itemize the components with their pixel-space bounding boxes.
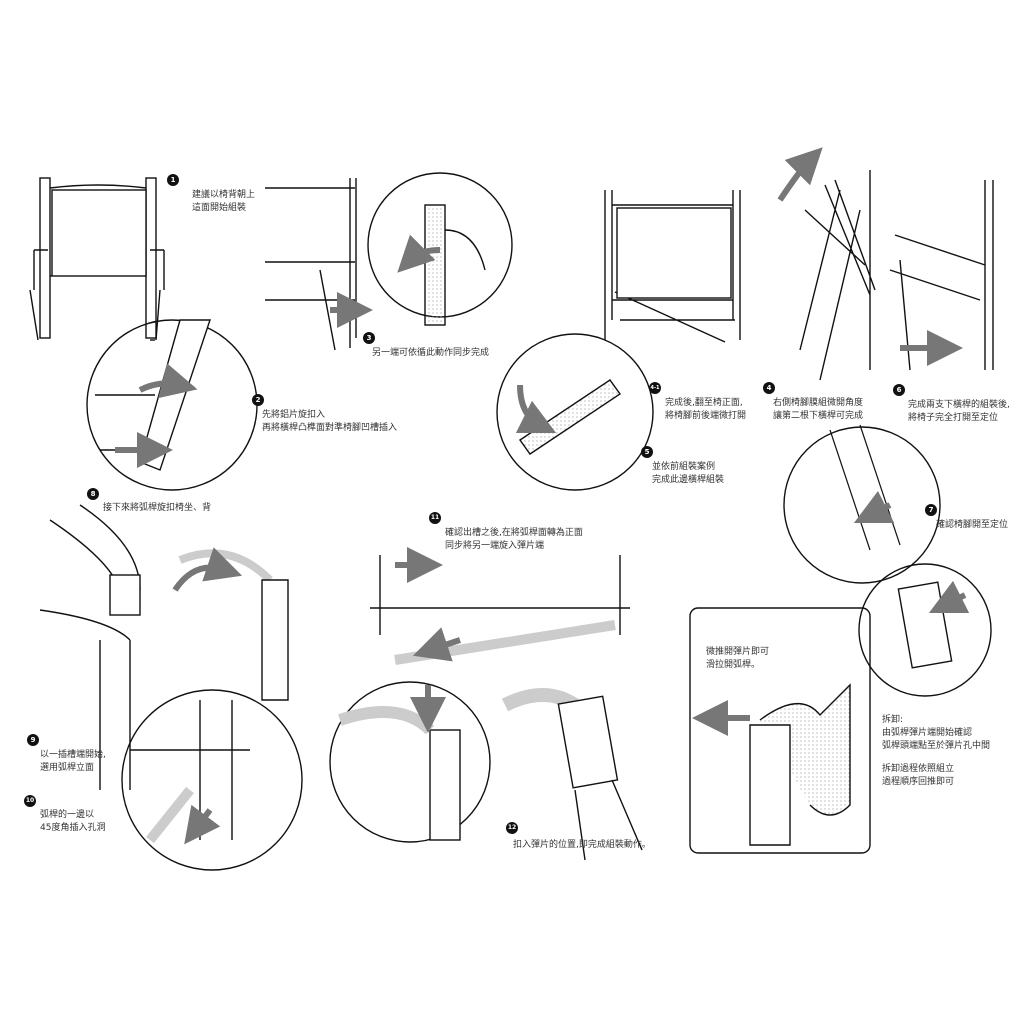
step-4-1-text: 完成後,翻至椅正面, 將椅腳前後端微打開 [665,397,746,423]
step-badge-11: 11 [429,512,441,524]
text-line: 滑拉開弧桿。 [706,660,761,670]
step-9-text: 以一插槽端開始, 選用弧桿立面 [40,749,106,775]
inset-circle-step11 [329,681,491,843]
step-11-text: 確認出槽之後,在將弧桿面轉為正面同步將另一端旋入彈片端 [445,527,583,553]
step-6-text: 完成兩支下橫桿的組裝後, 將椅子完全打開至定位 [908,399,1010,425]
step-5-text: 並依前組裝案例完成此邊橫桿組裝 [652,461,724,487]
text-line: 將椅子完全打開至定位 [908,413,999,423]
text-line: 弧桿的一邊以 [40,810,95,820]
step-badge-4-1: 4-1 [649,382,661,394]
text-line: 並依前組裝案例 [652,462,716,472]
text-line: 完成後,翻至椅正面, [665,398,743,408]
step-badge-8: 8 [87,488,99,500]
text-line: 右側椅腳膜組微開角度 [773,398,864,408]
disassembly-detail-box [689,607,871,854]
text-line: 另一端可依循此動作同步完成 [372,348,490,358]
step-badge-9: 9 [27,734,39,746]
disassembly-instructions: 拆卸: 由弧桿彈片端開始確認 弧桿頭端點至於彈片孔中間 拆卸過程依照組立 過程順… [882,714,990,789]
inset-circle-step7 [783,426,941,584]
step-badge-6: 6 [893,384,905,396]
chair-back-illustration [29,177,165,341]
text-line: 再將橫桿凸榫面對準椅腳凹槽插入 [262,423,398,433]
step-badge-2: 2 [252,394,264,406]
text-line: 完成兩支下橫桿的組裝後, [908,400,1010,410]
text-line: 這面開始組裝 [192,203,247,213]
text-line: 由弧桿彈片端開始確認 [882,728,973,738]
step-4-text: 右側椅腳膜組微開角度讓第二根下橫桿可完成 [773,397,863,423]
step-7-text: 確認椅腳開至定位 [936,519,1008,532]
text-line: 拆卸過程依照組立 [882,764,955,774]
disassembly-box-text: 微推開彈片即可滑拉開弧桿。 [706,646,769,672]
text-line: 確認椅腳開至定位 [936,520,1009,530]
step-12-text: 扣入彈片的位置,即完成組裝動作。 [513,839,651,852]
inset-circle-detach [858,563,992,697]
text-line: 以一插槽端開始, [40,750,106,760]
text-line: 45度角插入孔洞 [40,823,106,833]
inset-circle-step9 [121,689,303,871]
step-badge-1: 1 [167,174,179,186]
step-1-text: 建議以椅背朝上這面開始組裝 [192,189,255,215]
step-8-text: 接下來將弧桿旋扣椅坐、背 [103,502,211,515]
step-badge-12: 12 [506,822,518,834]
step-10-text: 弧桿的一邊以 45度角插入孔洞 [40,809,105,835]
text-line: 扣入彈片的位置,即完成組裝動作。 [513,840,651,850]
direction-arrows [115,147,970,845]
step-3-text: 另一端可依循此動作同步完成 [372,347,489,360]
step-badge-7: 7 [925,504,937,516]
text-line: 過程順序回推即可 [882,777,955,787]
step-badge-4: 4 [763,382,775,394]
text-line: 選用弧桿立面 [40,763,95,773]
text-line: 將椅腳前後端微打開 [665,411,747,421]
text-line: 接下來將弧桿旋扣椅坐、背 [103,503,212,513]
text-line: 微推開彈片即可 [706,647,770,657]
step-badge-3: 3 [363,332,375,344]
text-line: 弧桿頭端點至於彈片孔中間 [882,741,991,751]
text-line: 先將鋁片旋扣入 [262,410,326,420]
disassembly-title: 拆卸: [882,715,904,725]
step-badge-5: 5 [641,446,653,458]
text-line: 讓第二根下橫桿可完成 [773,411,864,421]
text-line: 確認出槽之後,在將弧桿面轉為正面 [445,528,583,538]
text-line: 完成此邊橫桿組裝 [652,475,725,485]
step-2-text: 先將鋁片旋扣入再將橫桿凸榫面對準椅腳凹槽插入 [262,409,397,435]
text-line: 建議以椅背朝上 [192,190,256,200]
text-line: 同步將另一端旋入彈片端 [445,541,545,551]
inset-circle-step4-1 [496,333,654,491]
step-badge-10: 10 [24,795,36,807]
